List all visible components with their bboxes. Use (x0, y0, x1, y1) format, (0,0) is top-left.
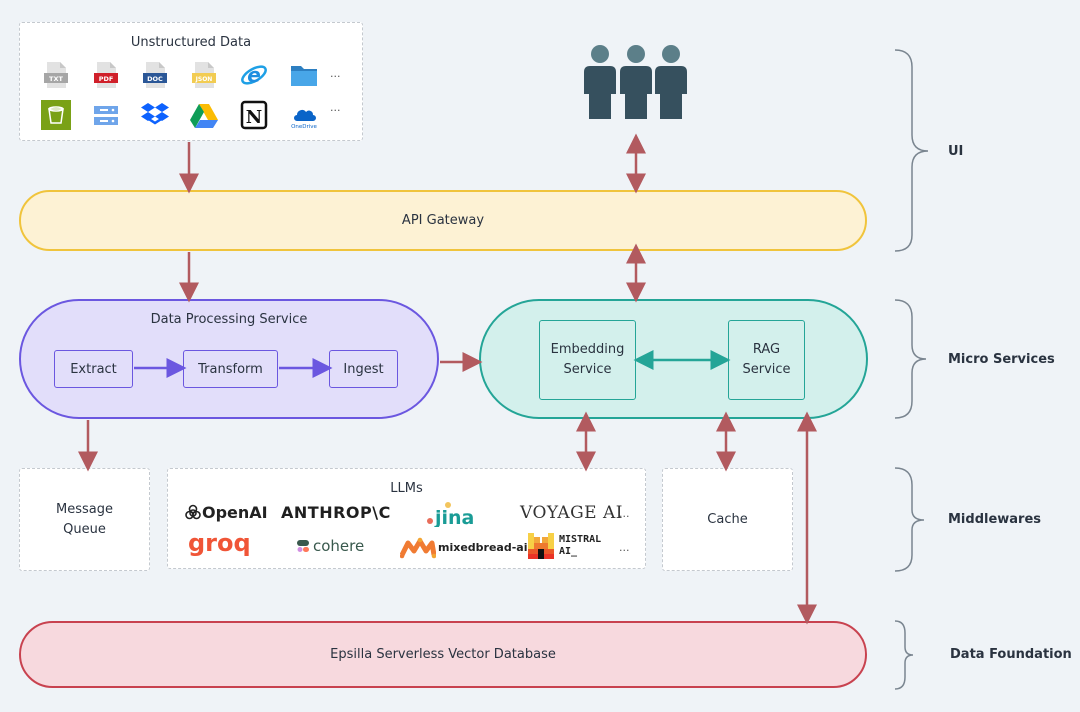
svg-text:PDF: PDF (99, 75, 114, 83)
rag-service: RAG Service (728, 320, 805, 400)
layer-label-ui: UI (948, 144, 964, 159)
brace-ui (894, 49, 929, 252)
data-processing-service-title: Data Processing Service (150, 312, 308, 327)
unstructured-data-box: Unstructured Data TXT PDF DOC JSON e ...… (19, 22, 363, 141)
layer-label-data-foundation: Data Foundation (950, 647, 1072, 662)
internet-explorer-icon: e (238, 59, 270, 91)
brace-middlewares (894, 467, 925, 572)
mixedbread-icon (400, 537, 436, 559)
message-queue-label-2: Queue (63, 521, 106, 537)
rag-service-label-1: RAG (752, 342, 781, 357)
step-transform: Transform (183, 350, 278, 388)
anthropic-label: ANTHROP\C (281, 503, 391, 522)
api-gateway-label: API Gateway (401, 213, 485, 228)
rag-service-label-2: Service (742, 362, 791, 377)
svg-text:OneDrive: OneDrive (291, 124, 317, 130)
mixedbread-label: mixedbread-ai (438, 540, 528, 554)
voyage-ai-logo: VOYAGE AI (520, 503, 623, 523)
more-llms-row1: ... (619, 507, 630, 520)
svg-text:DOC: DOC (147, 75, 163, 83)
svg-text:jina: jina (434, 507, 474, 527)
cohere-logo: cohere (296, 537, 364, 555)
svg-text:TXT: TXT (49, 75, 63, 83)
jina-logo: jina (426, 499, 486, 527)
layer-label-middlewares: Middlewares (948, 512, 1042, 527)
mistral-icon (528, 533, 554, 559)
mistral-label-2: AI_ (559, 546, 578, 557)
pdf-file-icon: PDF (90, 59, 122, 91)
svg-text:JSON: JSON (195, 76, 213, 83)
api-gateway: API Gateway (19, 190, 867, 251)
onedrive-icon: OneDrive (288, 99, 320, 131)
groq-label: groq (188, 529, 251, 557)
more-llms-row2: ... (619, 541, 630, 554)
more-sources-row1: ... (330, 67, 341, 80)
openai-label: OpenAI (202, 503, 268, 522)
openai-icon (185, 504, 201, 519)
doc-file-icon: DOC (139, 59, 171, 91)
embedding-service-label-1: Embedding (550, 342, 625, 357)
txt-file-icon: TXT (40, 59, 72, 91)
llms-box: LLMs OpenAI ANTHROP\C jina VOYAGE AI ...… (167, 468, 646, 569)
anthropic-logo: ANTHROP\C (281, 503, 391, 522)
folder-icon (288, 59, 320, 91)
svg-text:N: N (246, 107, 262, 128)
step-transform-label: Transform (198, 361, 263, 377)
vector-database: Epsilla Serverless Vector Database (19, 621, 867, 688)
more-sources-row2: ... (330, 101, 341, 114)
cache-label: Cache (707, 512, 748, 527)
s3-bucket-icon (40, 99, 72, 131)
step-extract: Extract (54, 350, 133, 388)
cohere-label: cohere (313, 537, 365, 555)
llms-title: LLMs (390, 481, 423, 496)
dropbox-icon (139, 99, 171, 131)
step-extract-label: Extract (70, 361, 117, 377)
users-group-icon (583, 42, 689, 122)
groq-logo: groq (188, 529, 251, 557)
embedding-service-label-2: Service (563, 362, 612, 377)
server-storage-icon (90, 99, 122, 131)
unstructured-data-title: Unstructured Data (130, 35, 252, 50)
mistral-label-1: MISTRAL (559, 534, 602, 545)
micro-services-group (479, 299, 868, 419)
json-file-icon: JSON (188, 59, 220, 91)
step-ingest: Ingest (329, 350, 398, 388)
mixedbread-logo: mixedbread-ai (400, 535, 527, 559)
google-drive-icon (188, 99, 220, 131)
step-ingest-label: Ingest (343, 361, 384, 377)
notion-icon: N (238, 99, 270, 131)
openai-logo: OpenAI (184, 503, 268, 522)
cache-box: Cache (662, 468, 793, 571)
mistral-logo: MISTRAL AI_ (528, 533, 601, 559)
layer-label-micro-services: Micro Services (948, 352, 1055, 367)
jina-icon: jina (427, 502, 474, 527)
svg-text:e: e (247, 63, 261, 87)
vector-database-label: Epsilla Serverless Vector Database (330, 647, 556, 662)
cohere-icon (297, 540, 309, 552)
voyage-ai-label: VOYAGE AI (520, 503, 623, 523)
brace-micro-services (894, 299, 927, 419)
message-queue-label-1: Message (56, 501, 113, 517)
brace-data-foundation (894, 620, 914, 690)
